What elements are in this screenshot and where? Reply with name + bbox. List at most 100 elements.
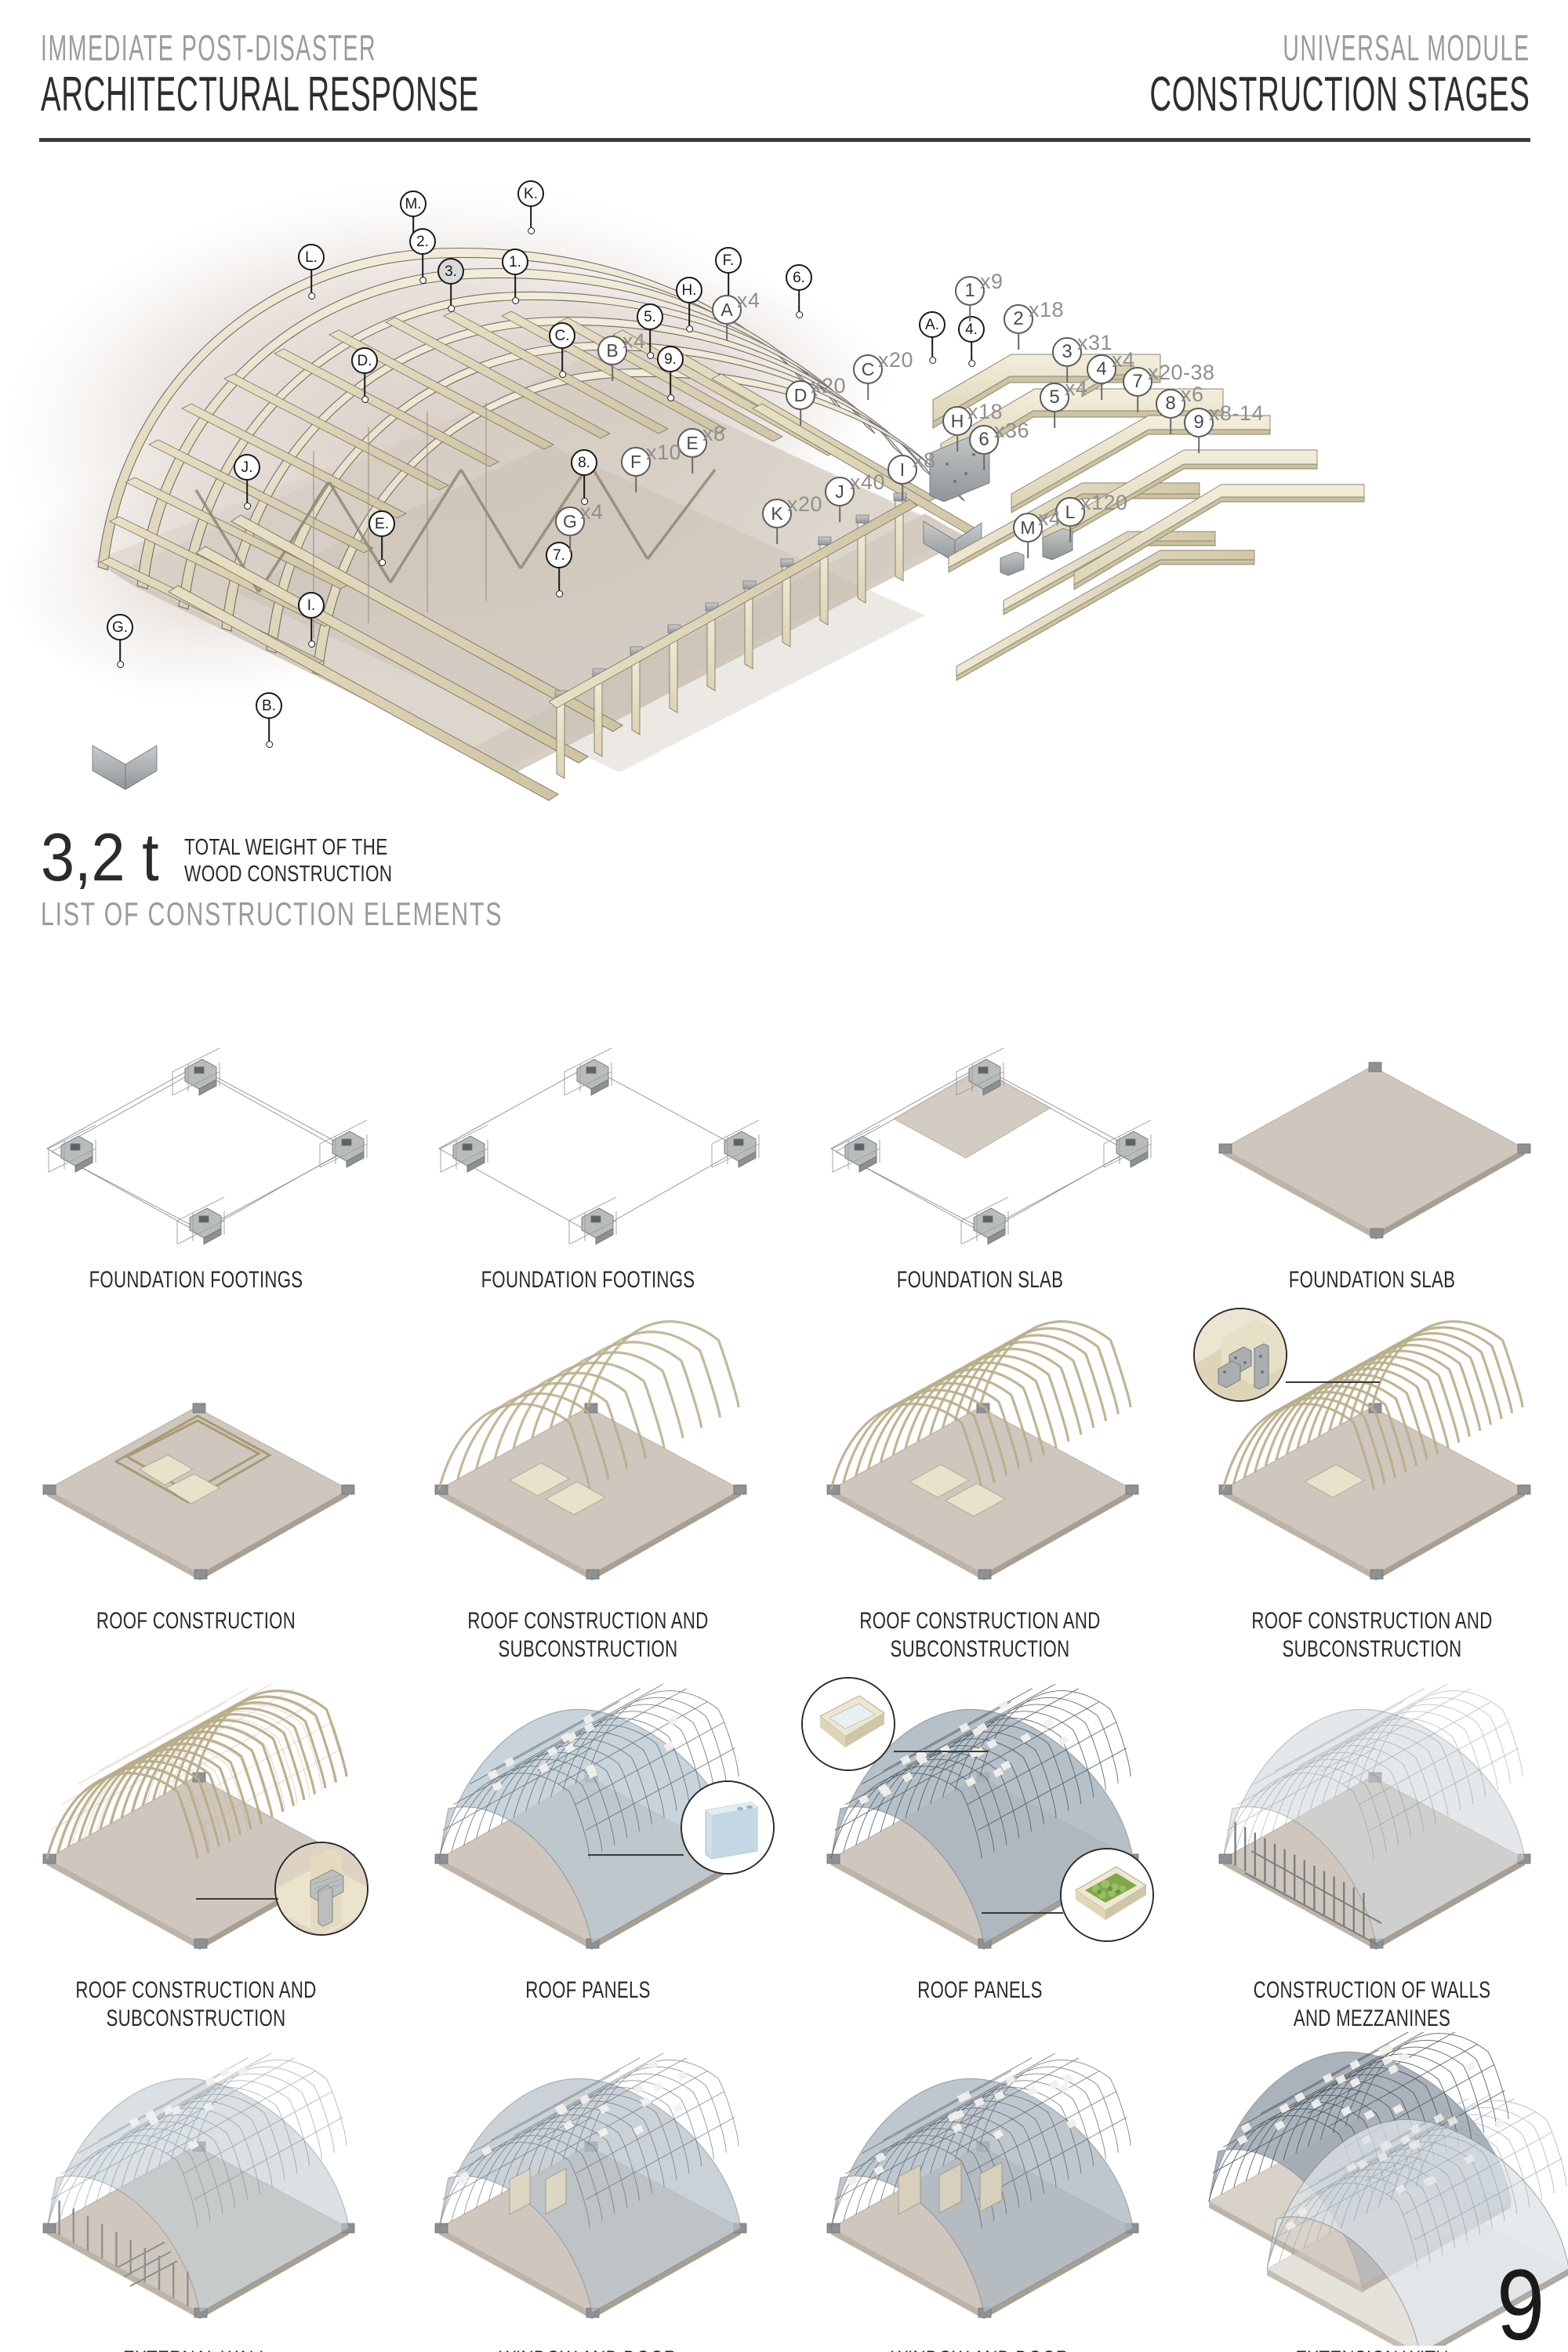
stage-thumbnail-4 [1176, 953, 1568, 1266]
stage-thumbnail-15 [784, 2032, 1176, 2346]
callout-label: D. [357, 352, 372, 369]
header-left-line2: ARCHITECTURAL RESPONSE [41, 67, 480, 122]
stage-row-4: EXTERNAL WALLFORMWORK WINDOW AND DOORWOO… [0, 2031, 1568, 2352]
total-weight-value: 3,2 t [41, 820, 159, 895]
detail-leader-line [982, 1912, 1063, 1914]
stage-caption-line: FOUNDATION FOOTINGS [481, 1267, 695, 1293]
part-marker-5: 5 [1040, 383, 1069, 428]
part-marker-label: D [793, 384, 808, 405]
header-right-line2: CONSTRUCTION STAGES [1149, 67, 1530, 122]
callout-label: A. [925, 316, 939, 333]
part-leader-line [956, 434, 958, 452]
header-left-title: IMMEDIATE POST-DISASTER ARCHITECTURAL RE… [41, 30, 748, 119]
stage-thumbnail-13 [0, 2032, 392, 2346]
stage-caption-line: CONSTRUCTION OF WALLS [1253, 1977, 1491, 2004]
part-leader-line [612, 364, 613, 381]
stage-thumbnail-2 [392, 953, 784, 1266]
callout-f: F. [715, 247, 742, 303]
part-quantity-f: x10 [646, 441, 682, 464]
page-number: 9 [1496, 2249, 1544, 2352]
part-quantity-9: x8-14 [1209, 401, 1265, 425]
part-leader-line [1069, 525, 1071, 543]
stage-thumbnail-6 [392, 1294, 784, 1607]
part-marker-l: L [1055, 497, 1085, 543]
stage-thumbnail-14 [392, 2032, 784, 2346]
part-marker-3: 3 [1052, 337, 1082, 383]
header-right-title: UNIVERSAL MODULE CONSTRUCTION STAGES [916, 30, 1530, 119]
stage-caption-line: FOUNDATION SLAB [1288, 1267, 1456, 1293]
header-right-line1: UNIVERSAL MODULE [1283, 27, 1530, 68]
callout-label: 2. [416, 233, 429, 250]
stage-thumbnail-8 [1176, 1294, 1568, 1607]
callout-leader-line [969, 341, 975, 367]
stage-row-1: FOUNDATION FOOTINGS FOUNDATION FOOTINGS [0, 953, 1568, 1294]
stage-thumbnail-12 [1176, 1663, 1568, 1976]
stage-thumbnail-16 [1176, 2031, 1568, 2346]
part-leader-line [569, 535, 571, 552]
detail-circle-blue-panel [681, 1780, 775, 1875]
detail-leader-line [894, 1751, 988, 1752]
stage-cell-5: ROOF CONSTRUCTION [0, 1294, 392, 1663]
part-marker-label: 5 [1049, 387, 1060, 408]
callout-leader-line [420, 253, 426, 284]
stage-cell-13: EXTERNAL WALLFORMWORK [0, 2032, 392, 2352]
stage-caption-2: FOUNDATION FOOTINGS [443, 1266, 733, 1294]
stage-thumbnail-7 [784, 1294, 1176, 1607]
stage-caption-line: ROOF CONSTRUCTION AND [467, 1608, 709, 1635]
part-leader-line [1018, 332, 1019, 350]
stage-thumbnail-5 [0, 1294, 392, 1607]
total-weight-desc-2: WOOD CONSTRUCTION [184, 862, 393, 887]
part-marker-label: 1 [964, 280, 975, 301]
exploded-axonometric: M.K.L.2.1.3.F.6.H.5.A.4.C.D.9.J.8.E.7.I.… [0, 153, 988, 858]
callout-leader-line [309, 269, 315, 299]
stage-cell-16: EXTENSION WITHNEW MODULES [1176, 2031, 1568, 2352]
part-marker-4: 4 [1087, 354, 1116, 400]
part-marker-label: E [686, 432, 699, 453]
part-marker-i: I [887, 455, 917, 500]
callout-leader-line [267, 717, 273, 748]
callout-label: F. [722, 252, 735, 269]
part-quantity-6: x36 [994, 419, 1030, 442]
callout-3: 3. [437, 258, 464, 312]
callout-leader-line [309, 617, 315, 648]
part-marker-d: D [786, 380, 815, 426]
callout-leader-line [513, 274, 519, 304]
callout-c: C. [549, 322, 575, 378]
stage-cell-11: ROOF PANELS [784, 1663, 1176, 2032]
stage-caption-line: ROOF CONSTRUCTION AND [1251, 1608, 1493, 1635]
part-quantity-i: x8 [913, 448, 936, 472]
part-marker-label: 6 [978, 429, 989, 450]
part-marker-h: H [942, 406, 972, 452]
callout-label: H. [681, 281, 697, 299]
stage-caption-11: ROOF PANELS [835, 1976, 1125, 2004]
header-divider [39, 138, 1530, 142]
stage-caption-14: WINDOW AND DOORWOODWORK [443, 2346, 733, 2352]
stage-thumbnail-3 [784, 953, 1176, 1266]
part-marker-a: A [712, 295, 742, 340]
part-leader-line [691, 456, 693, 474]
stage-thumbnail-10 [392, 1663, 784, 1976]
part-marker-7: 7 [1123, 367, 1152, 412]
stage-thumbnail-11 [784, 1663, 1176, 1976]
part-marker-label: 8 [1165, 393, 1176, 414]
header-left-line1: IMMEDIATE POST-DISASTER [41, 27, 377, 68]
stage-cell-2: FOUNDATION FOOTINGS [392, 953, 784, 1294]
callout-leader-line [379, 535, 386, 566]
stage-caption-line: SUBCONSTRUCTION [498, 1635, 678, 1662]
stage-caption-line: EXTENSION WITH [1227, 2346, 1517, 2352]
callout-leader-line [687, 302, 693, 332]
callout-label: E. [375, 515, 389, 532]
construction-stages-grid: FOUNDATION FOOTINGS FOUNDATION FOOTINGS [0, 953, 1568, 2352]
callout-leader-line [726, 272, 732, 303]
total-weight-desc-1: TOTAL WEIGHT OF THE [184, 835, 388, 860]
stage-caption-4: FOUNDATION SLAB [1227, 1266, 1517, 1294]
part-marker-label: 9 [1193, 412, 1204, 433]
callout-9: 9. [657, 346, 684, 401]
